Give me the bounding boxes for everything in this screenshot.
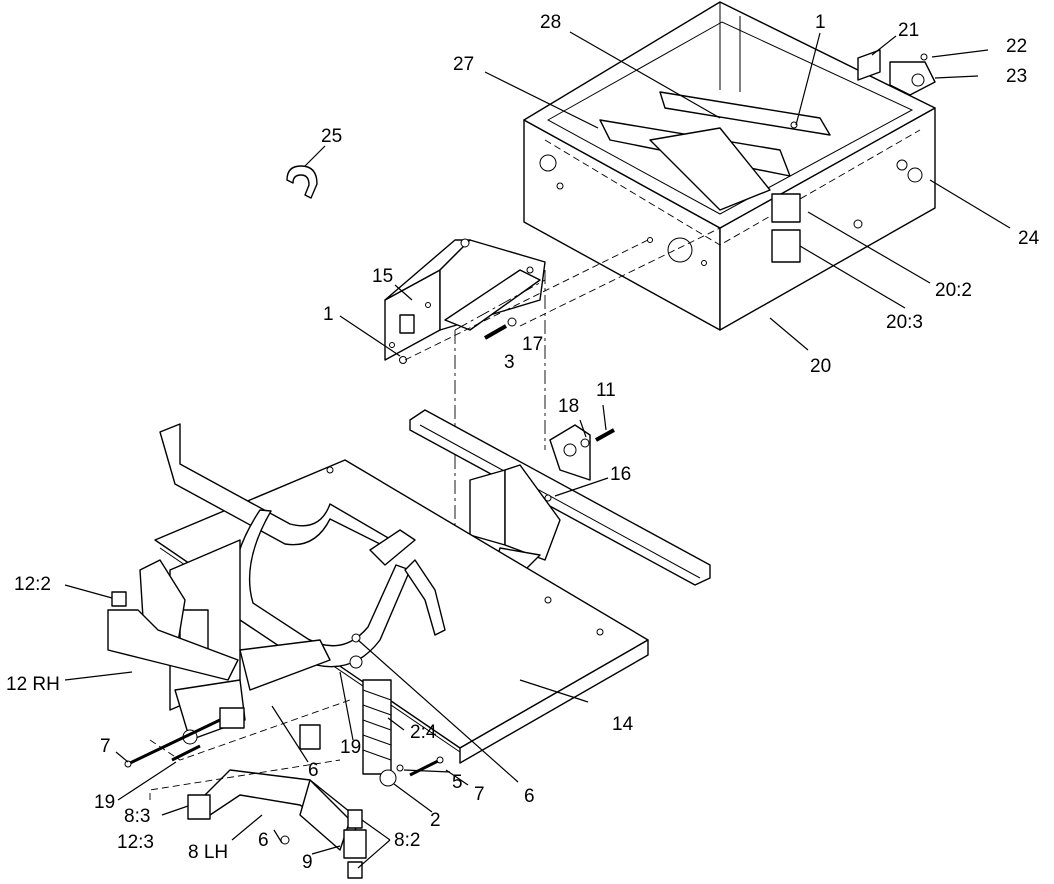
callout-6-right: 6 [524, 786, 535, 807]
clamp-part-25 [286, 165, 318, 199]
callout-18: 18 [558, 396, 579, 417]
bolt-part-11 [580, 428, 615, 448]
leader-lines [64, 31, 1011, 869]
callout-6-mid: 6 [308, 760, 319, 781]
callout-15: 15 [372, 266, 393, 287]
callout-6-bottom: 6 [258, 830, 269, 851]
bracket-part-15 [384, 238, 546, 361]
callout-20-2: 20:2 [935, 280, 972, 301]
callout-3: 3 [504, 352, 515, 373]
callout-11: 11 [596, 380, 616, 401]
bolts-part-7 [124, 718, 444, 777]
callout-14: 14 [612, 714, 634, 735]
callout-25: 25 [321, 126, 342, 147]
callout-12-rh: 12 RH [6, 674, 60, 695]
callout-12-2: 12:2 [14, 574, 51, 595]
bolt-part-3 [484, 317, 517, 340]
callout-20: 20 [810, 356, 831, 377]
shock-absorber-part-2 [349, 655, 397, 787]
callout-9: 9 [302, 852, 313, 873]
callout-17: 17 [522, 334, 543, 355]
callout-7-right: 7 [474, 784, 485, 805]
callout-21: 21 [898, 20, 919, 41]
callout-19-lower: 19 [94, 792, 115, 813]
a-arm-part-8lh [187, 769, 367, 879]
callout-1-top: 1 [815, 12, 826, 33]
callout-8-2: 8:2 [394, 830, 420, 851]
callout-5: 5 [452, 772, 463, 793]
callout-7-left: 7 [100, 736, 111, 757]
callout-19-upper: 19 [340, 737, 361, 758]
bushing-part-19 [219, 707, 321, 750]
callout-2-4: 2:4 [410, 722, 437, 743]
bracket-parts-21-23 [857, 49, 936, 96]
callout-22: 22 [1006, 36, 1027, 57]
callout-2: 2 [430, 810, 441, 831]
callout-labels: 28 1 21 22 23 27 25 24 15 20:2 1 20:3 17… [6, 12, 1040, 873]
callout-24: 24 [1018, 228, 1040, 249]
callout-8-3: 8:3 [124, 806, 150, 827]
callout-28: 28 [540, 12, 561, 33]
callout-27: 27 [453, 54, 474, 75]
callout-20-3: 20:3 [886, 312, 923, 333]
callout-23: 23 [1006, 66, 1027, 87]
callout-1-left: 1 [323, 304, 334, 325]
callout-16: 16 [610, 464, 631, 485]
callout-8-lh: 8 LH [188, 842, 228, 863]
callout-12-3: 12:3 [117, 832, 154, 853]
hopper-box-part-20 [523, 1, 936, 331]
